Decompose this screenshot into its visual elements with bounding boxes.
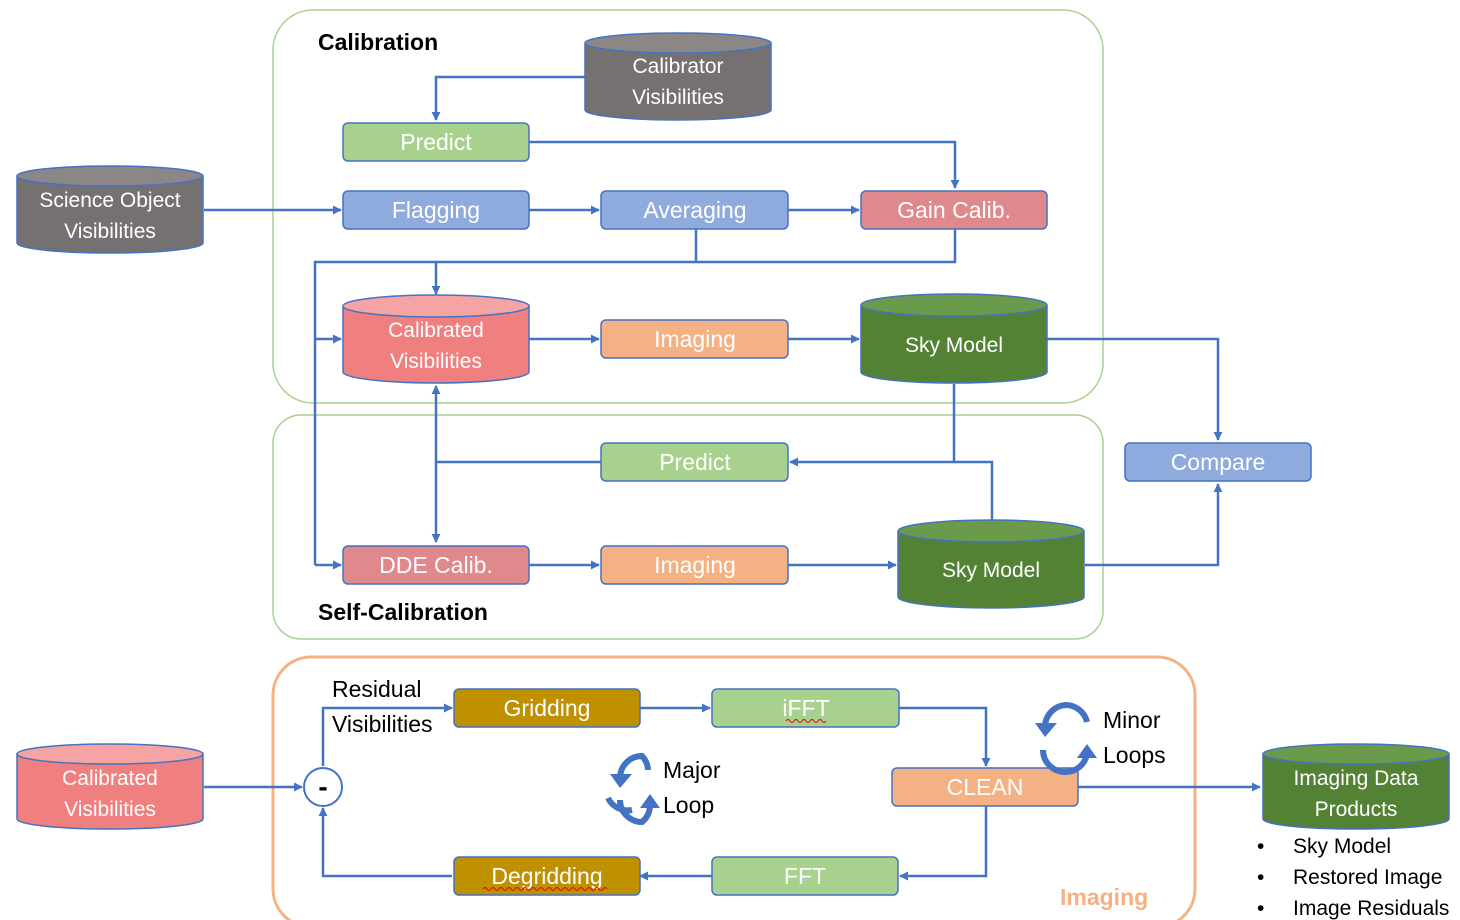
output-item-restored-image: Restored Image [1293, 866, 1442, 889]
input-visibilities-line1: Calibrated [62, 767, 158, 790]
imaging-frame [271, 655, 1197, 920]
arrow-ifft-to-clean [899, 706, 991, 767]
subtract-node: - [303, 767, 343, 807]
fft-box: FFT [711, 856, 899, 896]
science-object-line1: Science Object [39, 189, 180, 212]
averaging-label: Averaging [643, 197, 746, 223]
dde-calib-label: DDE Calib. [379, 552, 493, 578]
predict-box: Predict [342, 122, 530, 162]
data-products-line1: Imaging Data [1294, 767, 1419, 790]
degridding-label: Degridding [491, 863, 602, 889]
predict-label-selfcal: Predict [659, 449, 731, 475]
fft-label: FFT [784, 863, 826, 889]
calibration-frame [272, 9, 1104, 404]
calibrated-visibilities-line1: Calibrated [388, 319, 484, 342]
self-calibration-frame [272, 414, 1104, 640]
minor-loops-line2: Loops [1103, 742, 1166, 768]
predict-label: Predict [400, 129, 472, 155]
compare-box: Compare [1124, 442, 1312, 482]
sky-model-label-selfcal: Sky Model [942, 559, 1040, 582]
minor-loops-cycle-icon [1035, 701, 1097, 776]
imaging-label-calibration: Imaging [654, 326, 736, 352]
subtract-symbol: - [318, 771, 327, 802]
ifft-spellcheck-underline [785, 719, 827, 723]
degridding-spellcheck-underline [482, 887, 608, 891]
residual-visibilities-line1: Residual [332, 676, 422, 702]
arrow-predict-to-gain-calib [529, 140, 960, 189]
calibrated-visibilities-line2: Visibilities [390, 350, 482, 373]
self-calibration-section-title: Self-Calibration [318, 599, 488, 625]
compare-label: Compare [1171, 449, 1266, 475]
sky-model-db-selfcal: Sky Model [897, 519, 1085, 609]
imaging-box-calibration: Imaging [600, 319, 789, 359]
input-visibilities-line2: Visibilities [64, 798, 156, 821]
arrow-sky-model-to-compare [1047, 337, 1223, 441]
ifft-label: iFFT [782, 695, 829, 721]
output-item-sky-model: Sky Model [1293, 835, 1391, 858]
imaging-label-selfcal: Imaging [654, 552, 736, 578]
output-item-image-residuals: Image Residuals [1293, 897, 1449, 920]
sky-model-label-calibration: Sky Model [905, 334, 1003, 357]
arrow-selfcal-sky-to-compare [1085, 483, 1223, 567]
bullet-icon: • [1257, 866, 1264, 889]
arrow-clean-to-fft [899, 806, 988, 881]
calibrator-visibilities-line2: Visibilities [632, 86, 724, 109]
minor-loops-line1: Minor [1103, 707, 1161, 733]
gridding-box: Gridding [453, 688, 641, 728]
sky-model-db-calibration: Sky Model [860, 293, 1048, 384]
science-object-visibilities-db: Science Object Visibilities [16, 165, 204, 254]
ifft-box: iFFT [711, 688, 900, 728]
data-products-line2: Products [1315, 798, 1398, 821]
predict-box-selfcal: Predict [600, 442, 789, 482]
dde-calib-box: DDE Calib. [342, 545, 530, 585]
calibrated-visibilities-db: Calibrated Visibilities [342, 294, 530, 384]
major-loop-cycle-icon [605, 752, 660, 826]
major-loop-line2: Loop [663, 792, 714, 818]
input-calibrated-visibilities-db: Calibrated Visibilities [16, 743, 204, 830]
clean-label: CLEAN [947, 774, 1024, 800]
calibrator-visibilities-db: Calibrator Visibilities [584, 32, 772, 121]
bullet-icon: • [1257, 835, 1264, 858]
gain-calib-box: Gain Calib. [860, 190, 1048, 230]
imaging-section-title: Imaging [1060, 884, 1148, 910]
arrow-degridding-to-minus [318, 807, 452, 878]
flagging-label: Flagging [392, 197, 480, 223]
arrow-calibrator-to-predict [431, 75, 585, 121]
line-gain-calib-down [313, 229, 957, 565]
degridding-box: Degridding [453, 856, 641, 896]
science-object-line2: Visibilities [64, 220, 156, 243]
residual-visibilities-line2: Visibilities [332, 711, 433, 737]
bullet-icon: • [1257, 897, 1264, 920]
arrow-selfcal-sky-to-predict [789, 457, 994, 520]
imaging-data-products-db: Imaging Data Products [1262, 743, 1450, 830]
major-loop-line1: Major [663, 757, 721, 783]
calibration-section-title: Calibration [318, 29, 438, 55]
averaging-box: Averaging [600, 190, 789, 230]
flagging-box: Flagging [342, 190, 530, 230]
arrow-minus-to-gridding [321, 703, 453, 766]
data-products-list: • Sky Model • Restored Image • Image Res… [1257, 835, 1449, 920]
calibrator-visibilities-line1: Calibrator [632, 55, 723, 78]
imaging-box-selfcal: Imaging [600, 545, 789, 585]
connectors [204, 75, 1261, 881]
gain-calib-label: Gain Calib. [897, 197, 1011, 223]
gridding-label: Gridding [504, 695, 591, 721]
clean-box: CLEAN [891, 767, 1079, 807]
